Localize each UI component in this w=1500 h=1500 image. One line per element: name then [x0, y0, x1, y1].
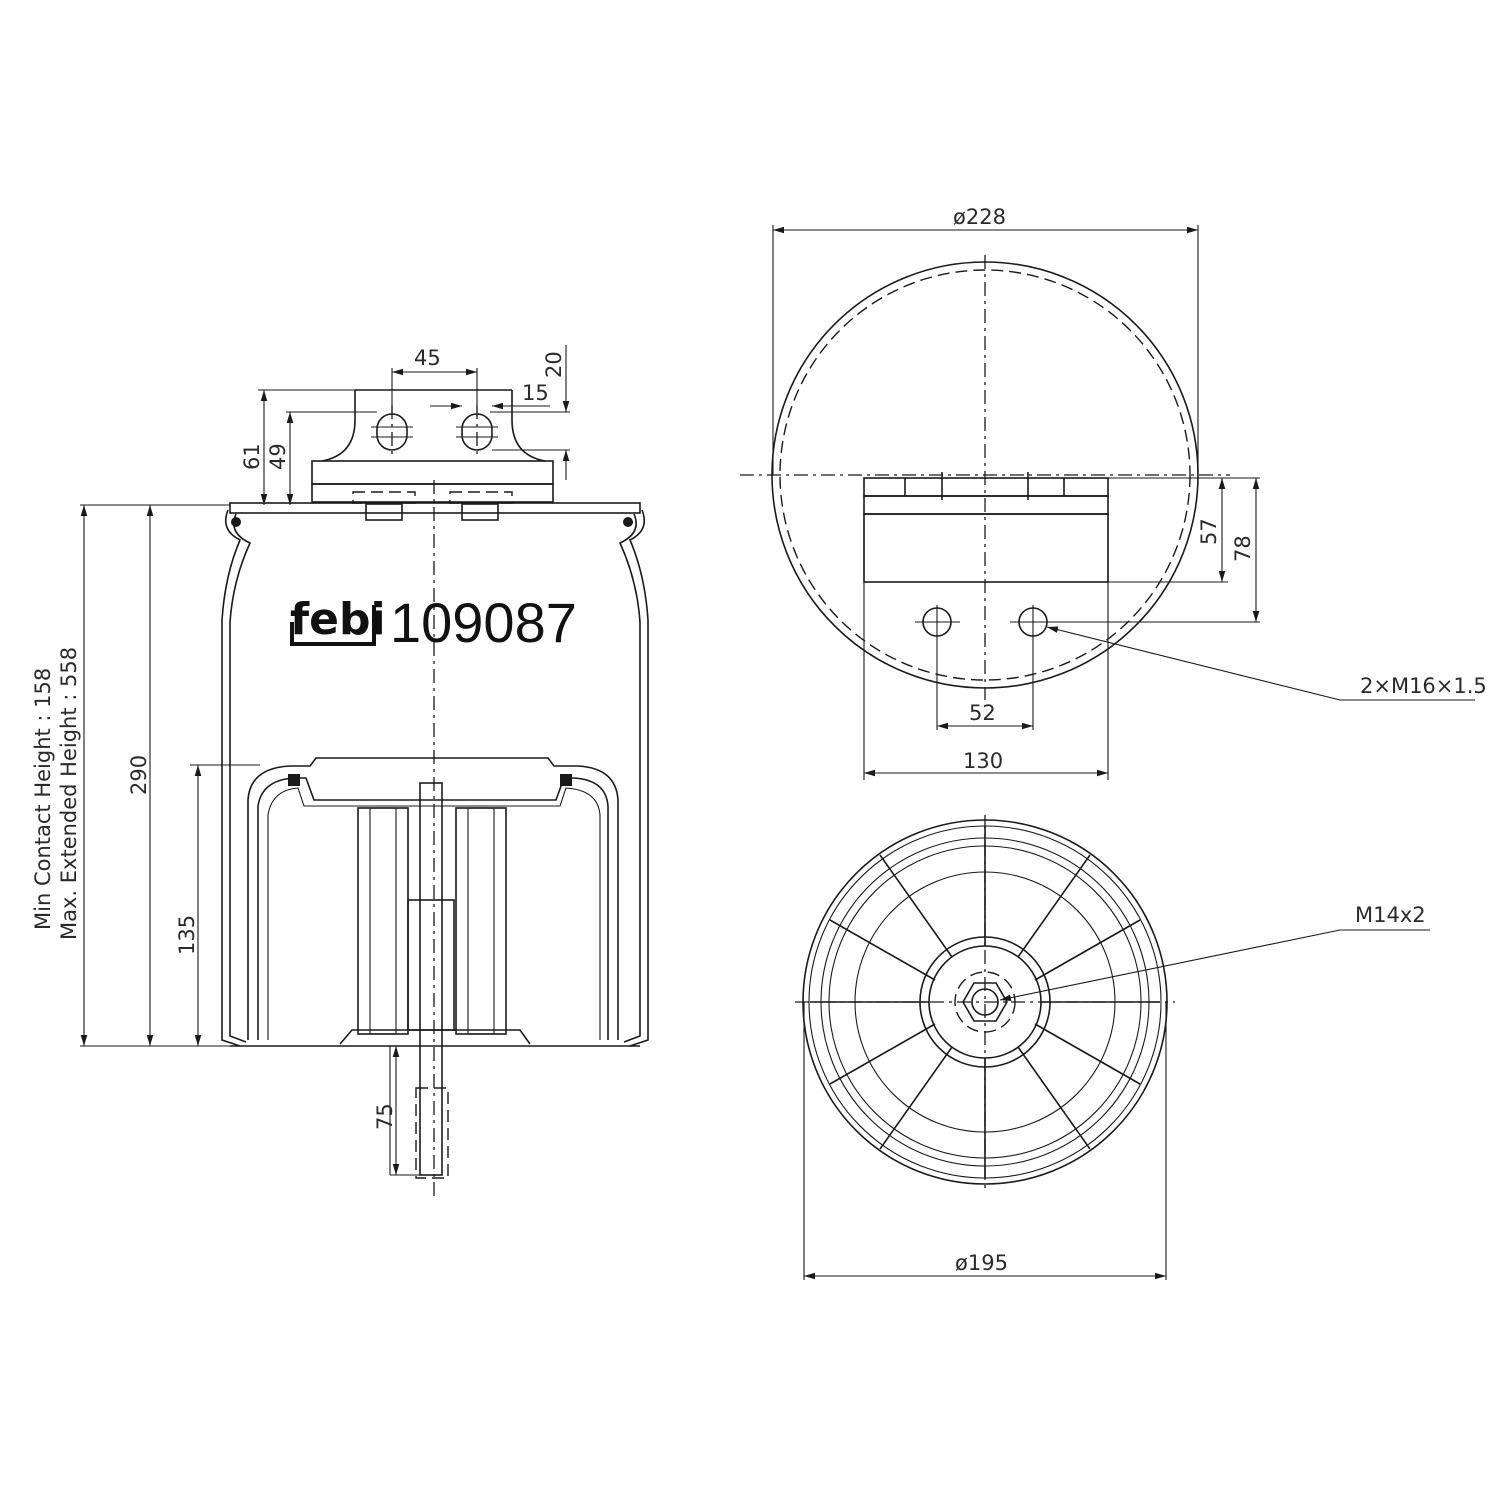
dim-45: 45 — [414, 346, 441, 370]
mounting-plate — [311, 460, 554, 485]
bottom-view: ø195 M14x2 — [795, 815, 1430, 1280]
dim-57: 57 — [1197, 518, 1221, 545]
dim-61: 61 — [240, 443, 264, 470]
side-view: 290 135 75 61 49 45 15 20 Min Contact He… — [31, 345, 649, 1200]
max-extended-height-note: Max. Extended Height : 558 — [57, 647, 81, 940]
dim-49: 49 — [266, 443, 290, 470]
dim-130: 130 — [963, 749, 1003, 773]
dim-135: 135 — [175, 915, 199, 955]
top-view: ø228 57 78 52 130 2×M16×1.5 — [740, 205, 1487, 780]
dim-diameter-195: ø195 — [955, 1251, 1008, 1275]
svg-text:febi: febi — [290, 594, 386, 645]
dim-52: 52 — [969, 701, 996, 725]
febi-logo: febi — [290, 594, 386, 646]
min-contact-height-note: Min Contact Height : 158 — [31, 668, 55, 930]
dim-15: 15 — [522, 381, 549, 405]
callout-m14: M14x2 — [1355, 903, 1426, 927]
dim-78: 78 — [1231, 535, 1255, 562]
dim-diameter-228: ø228 — [953, 205, 1006, 229]
part-number: 109087 — [390, 591, 577, 654]
dim-20: 20 — [542, 351, 566, 378]
callout-m16: 2×M16×1.5 — [1360, 674, 1487, 698]
dim-75: 75 — [373, 1103, 397, 1130]
center-stud — [419, 782, 443, 1176]
dim-290: 290 — [127, 755, 151, 795]
